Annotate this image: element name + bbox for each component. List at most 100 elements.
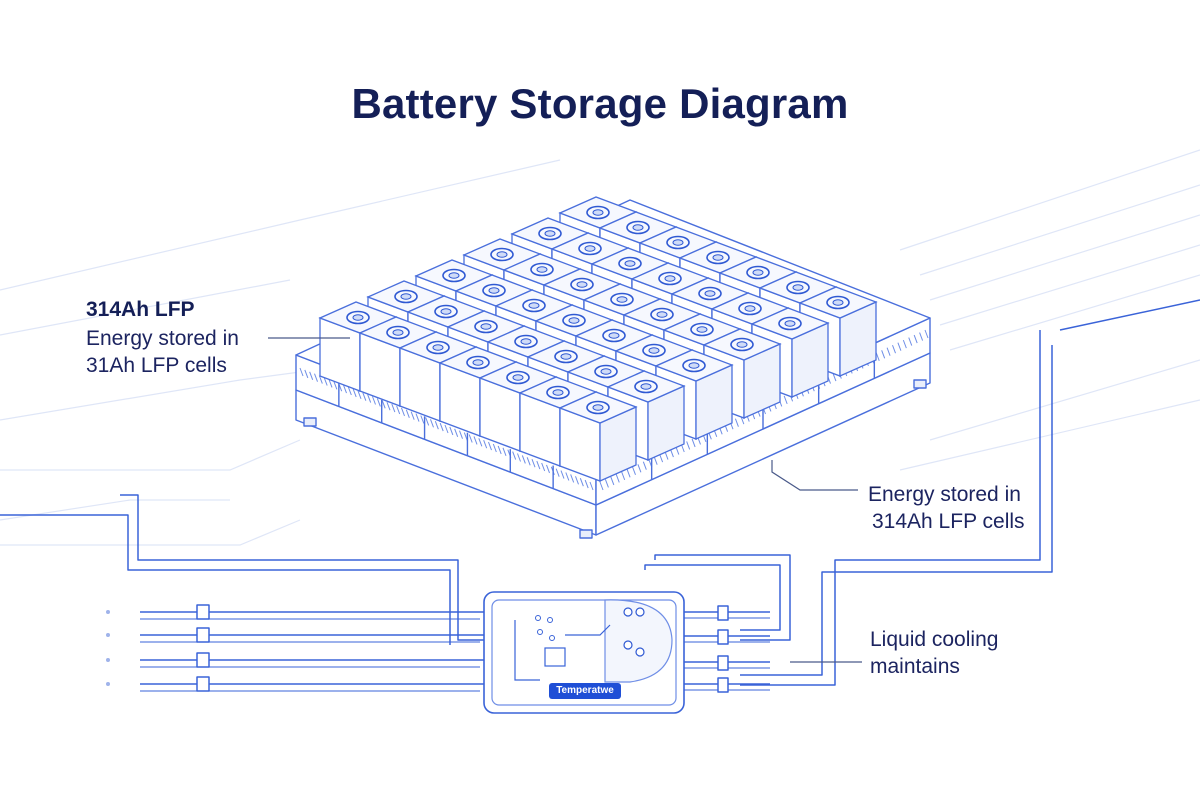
cell-terminal-icon — [426, 340, 450, 355]
rail-tick — [589, 481, 594, 491]
cell-terminal-core — [744, 305, 756, 312]
cell-terminal-core — [552, 389, 564, 396]
rail-tick — [401, 407, 405, 417]
rail-tick — [367, 394, 372, 403]
component-dot — [535, 615, 541, 621]
rail-tick — [604, 479, 609, 488]
cell-terminal-icon — [546, 385, 570, 400]
cell-terminal-core — [512, 374, 524, 381]
rail-tick — [686, 441, 691, 450]
rail-tick — [381, 400, 386, 409]
cell-terminal-core — [536, 266, 548, 273]
cell-terminal-icon — [690, 322, 714, 337]
rail-tick — [570, 474, 575, 483]
bus-dot — [106, 610, 110, 614]
cell-terminal-icon — [586, 205, 610, 220]
rail-tick — [653, 456, 658, 465]
cell-terminal-icon — [514, 334, 538, 349]
wire — [740, 345, 1053, 676]
guide-line — [899, 149, 1200, 251]
wire — [740, 330, 1041, 686]
controller-inner-case — [491, 599, 677, 706]
cell-terminal-icon — [610, 292, 634, 307]
rail-tick — [323, 377, 328, 386]
wire — [1059, 299, 1200, 331]
bus-dot — [106, 682, 110, 686]
rail-tick — [734, 418, 739, 427]
rail-tick — [454, 428, 459, 437]
cell-terminal-icon — [586, 400, 610, 415]
guide-line — [899, 399, 1200, 471]
guide-line — [0, 519, 301, 546]
rail-tick — [897, 342, 902, 351]
cell-terminal-icon — [658, 271, 682, 286]
rail-tick — [560, 470, 565, 479]
rail-tick — [333, 381, 338, 390]
rail-tick — [659, 453, 664, 463]
cell-terminal-icon — [594, 364, 618, 379]
rail-tick — [318, 375, 323, 384]
cell-terminal-core — [520, 338, 532, 345]
rail-tick — [459, 430, 463, 439]
connector-icon — [717, 655, 729, 671]
cell-terminal-core — [616, 296, 628, 303]
guide-line — [939, 244, 1200, 326]
cell-terminal-icon — [826, 295, 850, 310]
rail-tick — [405, 409, 410, 418]
rail-tick — [415, 413, 420, 422]
rail-tick — [410, 411, 415, 420]
cell-terminal-core — [480, 323, 492, 330]
rail-tick — [396, 405, 401, 415]
cell-terminal-icon — [530, 262, 554, 277]
cell-terminal-icon — [482, 283, 506, 298]
cell-terminal-core — [488, 287, 500, 294]
circuit-trace — [514, 620, 540, 681]
rail-tick — [488, 441, 492, 451]
cell-terminal-icon — [618, 256, 642, 271]
rail-tick — [632, 466, 636, 475]
rail-tick — [691, 438, 696, 448]
rail-tick — [478, 438, 483, 447]
rack-leg — [913, 379, 927, 389]
component-dot — [537, 629, 543, 635]
cell-terminal-core — [688, 362, 700, 369]
rail-tick — [546, 464, 550, 474]
cell-terminal-icon — [522, 298, 546, 313]
rail-tick — [913, 334, 918, 344]
rail-tick — [434, 421, 439, 430]
rail-tick — [637, 464, 642, 473]
rail-tick — [517, 453, 521, 462]
rail-tick — [599, 481, 604, 491]
cell-terminal-icon — [698, 286, 722, 301]
component-dot — [549, 635, 555, 641]
rail-tick — [299, 367, 304, 377]
port-icon — [635, 607, 645, 617]
rail-tick — [531, 459, 536, 468]
rail-tick — [314, 373, 318, 382]
cell-terminal-icon — [778, 316, 802, 331]
connector-icon — [196, 676, 210, 692]
cell-terminal-icon — [634, 379, 658, 394]
port-icon — [623, 640, 633, 650]
rail-tick — [908, 337, 913, 346]
cell-terminal-icon — [642, 343, 666, 358]
rail-tick — [536, 460, 541, 470]
cell-terminal-icon — [394, 289, 418, 304]
callout-left-line2: 31Ah LFP cells — [86, 354, 227, 377]
cell-terminal-core — [560, 353, 572, 360]
cell-terminal-icon — [746, 265, 770, 280]
cell-terminal-icon — [650, 307, 674, 322]
rail-tick — [309, 371, 314, 380]
guide-line — [929, 214, 1200, 301]
component-dot — [547, 617, 553, 623]
callout-left: 314Ah LFP Energy stored in 31Ah LFP cell… — [86, 296, 239, 379]
guide-line — [0, 371, 301, 421]
battery-cell — [558, 391, 638, 483]
rail-tick — [439, 422, 444, 432]
cell-terminal-core — [696, 326, 708, 333]
port-icon — [635, 647, 645, 657]
cell-terminal-core — [496, 251, 508, 258]
rail-tick — [430, 419, 434, 428]
rail-tick — [575, 476, 579, 485]
cell-terminal-core — [672, 239, 684, 246]
